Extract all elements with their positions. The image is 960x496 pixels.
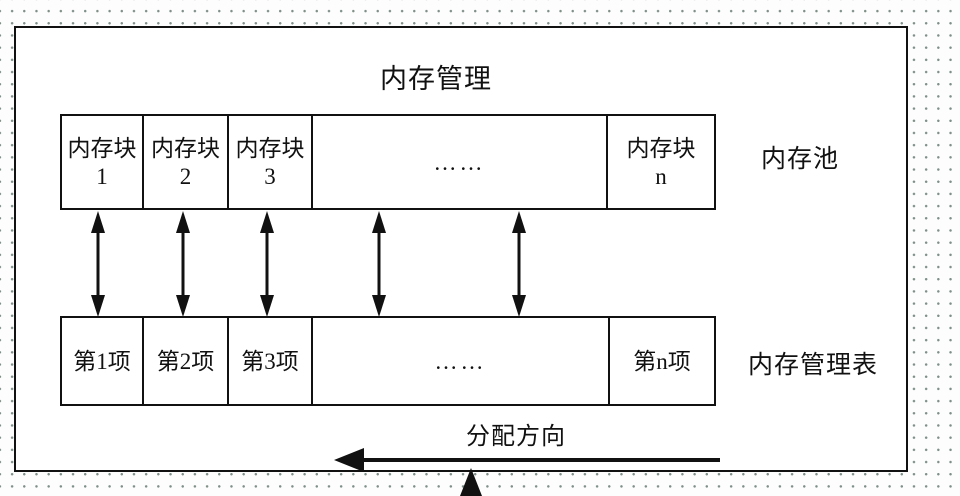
allocation-direction-arrow-icon: [334, 448, 720, 472]
table-entry-cell-1[interactable]: 第1项: [62, 318, 144, 404]
link-arrow-2: [176, 211, 190, 317]
link-arrow-1: [91, 211, 105, 317]
memory-pool-side-label: 内存池: [761, 146, 840, 173]
bottom-inflow-arrow-icon: [460, 468, 482, 496]
link-arrow-3: [260, 211, 274, 317]
memory-block-label-3: 内存块: [235, 136, 305, 161]
table-entry-ellipsis-label: ……: [434, 348, 487, 374]
memory-block-index-1: 1: [96, 164, 108, 189]
table-entry-label-1: 第1项: [73, 348, 131, 374]
link-arrow-4: [372, 211, 386, 317]
memory-management-container: 内存管理 内存块 1 内存块 2 内存块 3 …… 内存块 n 内存池: [14, 26, 908, 472]
allocation-direction-label: 分配方向: [466, 424, 566, 450]
memory-block-label-n: 内存块: [626, 136, 696, 161]
memory-block-index-2: 2: [179, 164, 192, 189]
memory-block-index-n: n: [655, 164, 667, 189]
memory-block-label-2: 内存块: [151, 136, 220, 161]
memory-block-cell-ellipsis: ……: [313, 116, 608, 208]
memory-block-cell-n[interactable]: 内存块 n: [608, 116, 714, 208]
page-title: 内存管理: [380, 64, 492, 94]
memory-management-table-side-label: 内存管理表: [748, 352, 879, 379]
memory-block-cell-3[interactable]: 内存块 3: [229, 116, 313, 208]
memory-block-cell-2[interactable]: 内存块 2: [144, 116, 229, 208]
table-entry-label-n: 第n项: [633, 348, 691, 374]
table-entry-label-3: 第3项: [241, 348, 299, 374]
memory-management-table-row: 第1项 第2项 第3项 …… 第n项: [60, 316, 716, 406]
table-entry-cell-ellipsis: ……: [313, 318, 610, 404]
memory-block-cell-1[interactable]: 内存块 1: [62, 116, 144, 208]
table-entry-cell-3[interactable]: 第3项: [229, 318, 313, 404]
table-entry-cell-2[interactable]: 第2项: [144, 318, 229, 404]
memory-block-label-1: 内存块: [67, 136, 137, 161]
table-entry-cell-n[interactable]: 第n项: [610, 318, 714, 404]
memory-block-ellipsis-label: ……: [433, 149, 486, 175]
memory-block-index-3: 3: [264, 164, 276, 189]
memory-pool-row: 内存块 1 内存块 2 内存块 3 …… 内存块 n: [60, 114, 716, 210]
table-entry-label-2: 第2项: [156, 348, 215, 374]
link-arrow-5: [512, 211, 526, 317]
